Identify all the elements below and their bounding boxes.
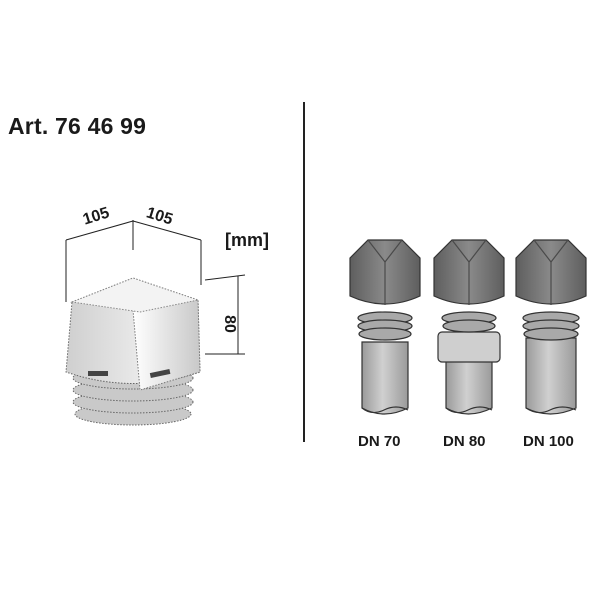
variant-dn100-illustration [515,239,587,415]
article-number: Art. 76 46 99 [8,113,147,139]
dimension-lines [65,220,246,355]
cap-large-illustration [65,277,201,426]
unit-label: [mm] [225,230,269,250]
variant-label-dn100: DN 100 [523,433,574,450]
variant-dn80-illustration [433,239,505,415]
variant-label-dn80: DN 80 [443,433,486,450]
variant-dn70-illustration [349,239,421,415]
variant-label-dn70: DN 70 [358,433,401,450]
section-divider [303,102,305,442]
